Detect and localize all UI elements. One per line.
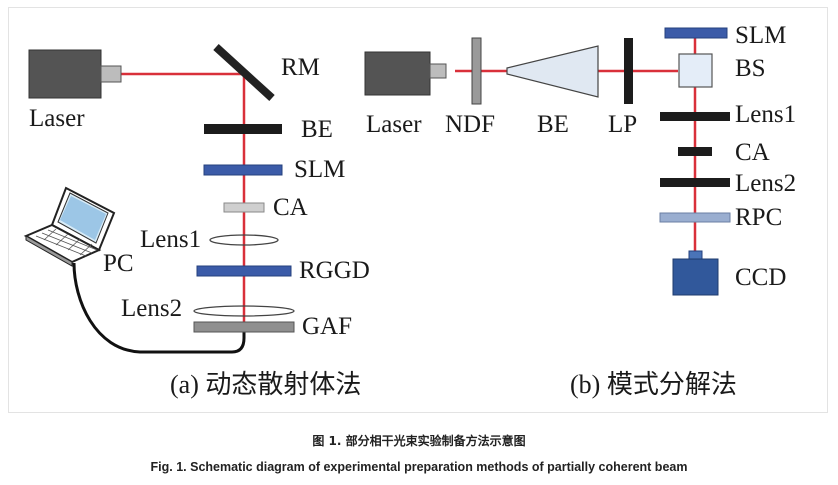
label-slm-a: SLM bbox=[294, 156, 345, 183]
setup-diagram: Laser RM BE SLM CA Lens1 RGGD Lens2 GAF bbox=[23, 22, 796, 399]
label-pc: PC bbox=[103, 250, 134, 277]
label-lens2-a: Lens2 bbox=[121, 295, 182, 322]
rpc bbox=[659, 212, 731, 223]
beam-splitter-bs bbox=[678, 53, 713, 88]
lens2-a bbox=[193, 305, 295, 317]
laser-a-body bbox=[28, 49, 102, 99]
ndf-filter bbox=[471, 37, 482, 105]
figure-frame bbox=[8, 7, 828, 413]
laser-b-body bbox=[364, 51, 431, 96]
label-lens1-b: Lens1 bbox=[735, 101, 796, 128]
gaf bbox=[193, 321, 295, 333]
laser-b-nozzle bbox=[429, 63, 447, 79]
label-ca-a: CA bbox=[273, 194, 308, 221]
lens1-a bbox=[209, 234, 279, 246]
slm-a bbox=[203, 164, 283, 176]
figure-caption-chinese: 图 1. 部分相干光束实验制备方法示意图 bbox=[312, 434, 526, 448]
label-lens2-b: Lens2 bbox=[735, 170, 796, 197]
label-ca-b: CA bbox=[735, 139, 770, 166]
laptop-icon bbox=[23, 186, 116, 267]
rggd bbox=[196, 265, 292, 277]
aperture-ca-a bbox=[223, 202, 265, 213]
label-lp: LP bbox=[608, 111, 637, 138]
ccd-camera bbox=[672, 258, 719, 296]
label-be-a: BE bbox=[301, 116, 333, 143]
beam-expander-b bbox=[506, 45, 599, 98]
laser-a-nozzle bbox=[100, 65, 122, 83]
label-ccd: CCD bbox=[735, 264, 786, 291]
label-rpc: RPC bbox=[735, 204, 782, 231]
label-ndf: NDF bbox=[445, 111, 495, 138]
mirror-rm bbox=[213, 44, 275, 101]
label-bs: BS bbox=[735, 55, 766, 82]
lens1-b bbox=[660, 112, 730, 121]
panel-b: Laser NDF BE LP SLM BS Lens1 CA Lens2 RP… bbox=[364, 22, 796, 399]
label-gaf: GAF bbox=[302, 313, 352, 340]
beam-expander-a bbox=[204, 124, 282, 134]
label-laser-a: Laser bbox=[29, 105, 85, 132]
caption-panel-a: (a) 动态散射体法 bbox=[170, 370, 361, 399]
label-rggd: RGGD bbox=[299, 257, 370, 284]
polarizer-lp bbox=[624, 38, 633, 104]
label-slm-b: SLM bbox=[735, 22, 786, 49]
lens2-b bbox=[660, 178, 730, 187]
aperture-ca-b bbox=[678, 147, 712, 156]
label-rm: RM bbox=[281, 54, 320, 81]
slm-b bbox=[664, 27, 728, 39]
figure-caption-english: Fig. 1. Schematic diagram of experimenta… bbox=[150, 460, 688, 474]
caption-panel-b: (b) 模式分解法 bbox=[570, 370, 737, 399]
pc-cable bbox=[72, 262, 246, 354]
label-be-b: BE bbox=[537, 111, 569, 138]
label-lens1-a: Lens1 bbox=[140, 226, 201, 253]
panel-a: Laser RM BE SLM CA Lens1 RGGD Lens2 GAF bbox=[23, 44, 370, 399]
label-laser-b: Laser bbox=[366, 111, 422, 138]
